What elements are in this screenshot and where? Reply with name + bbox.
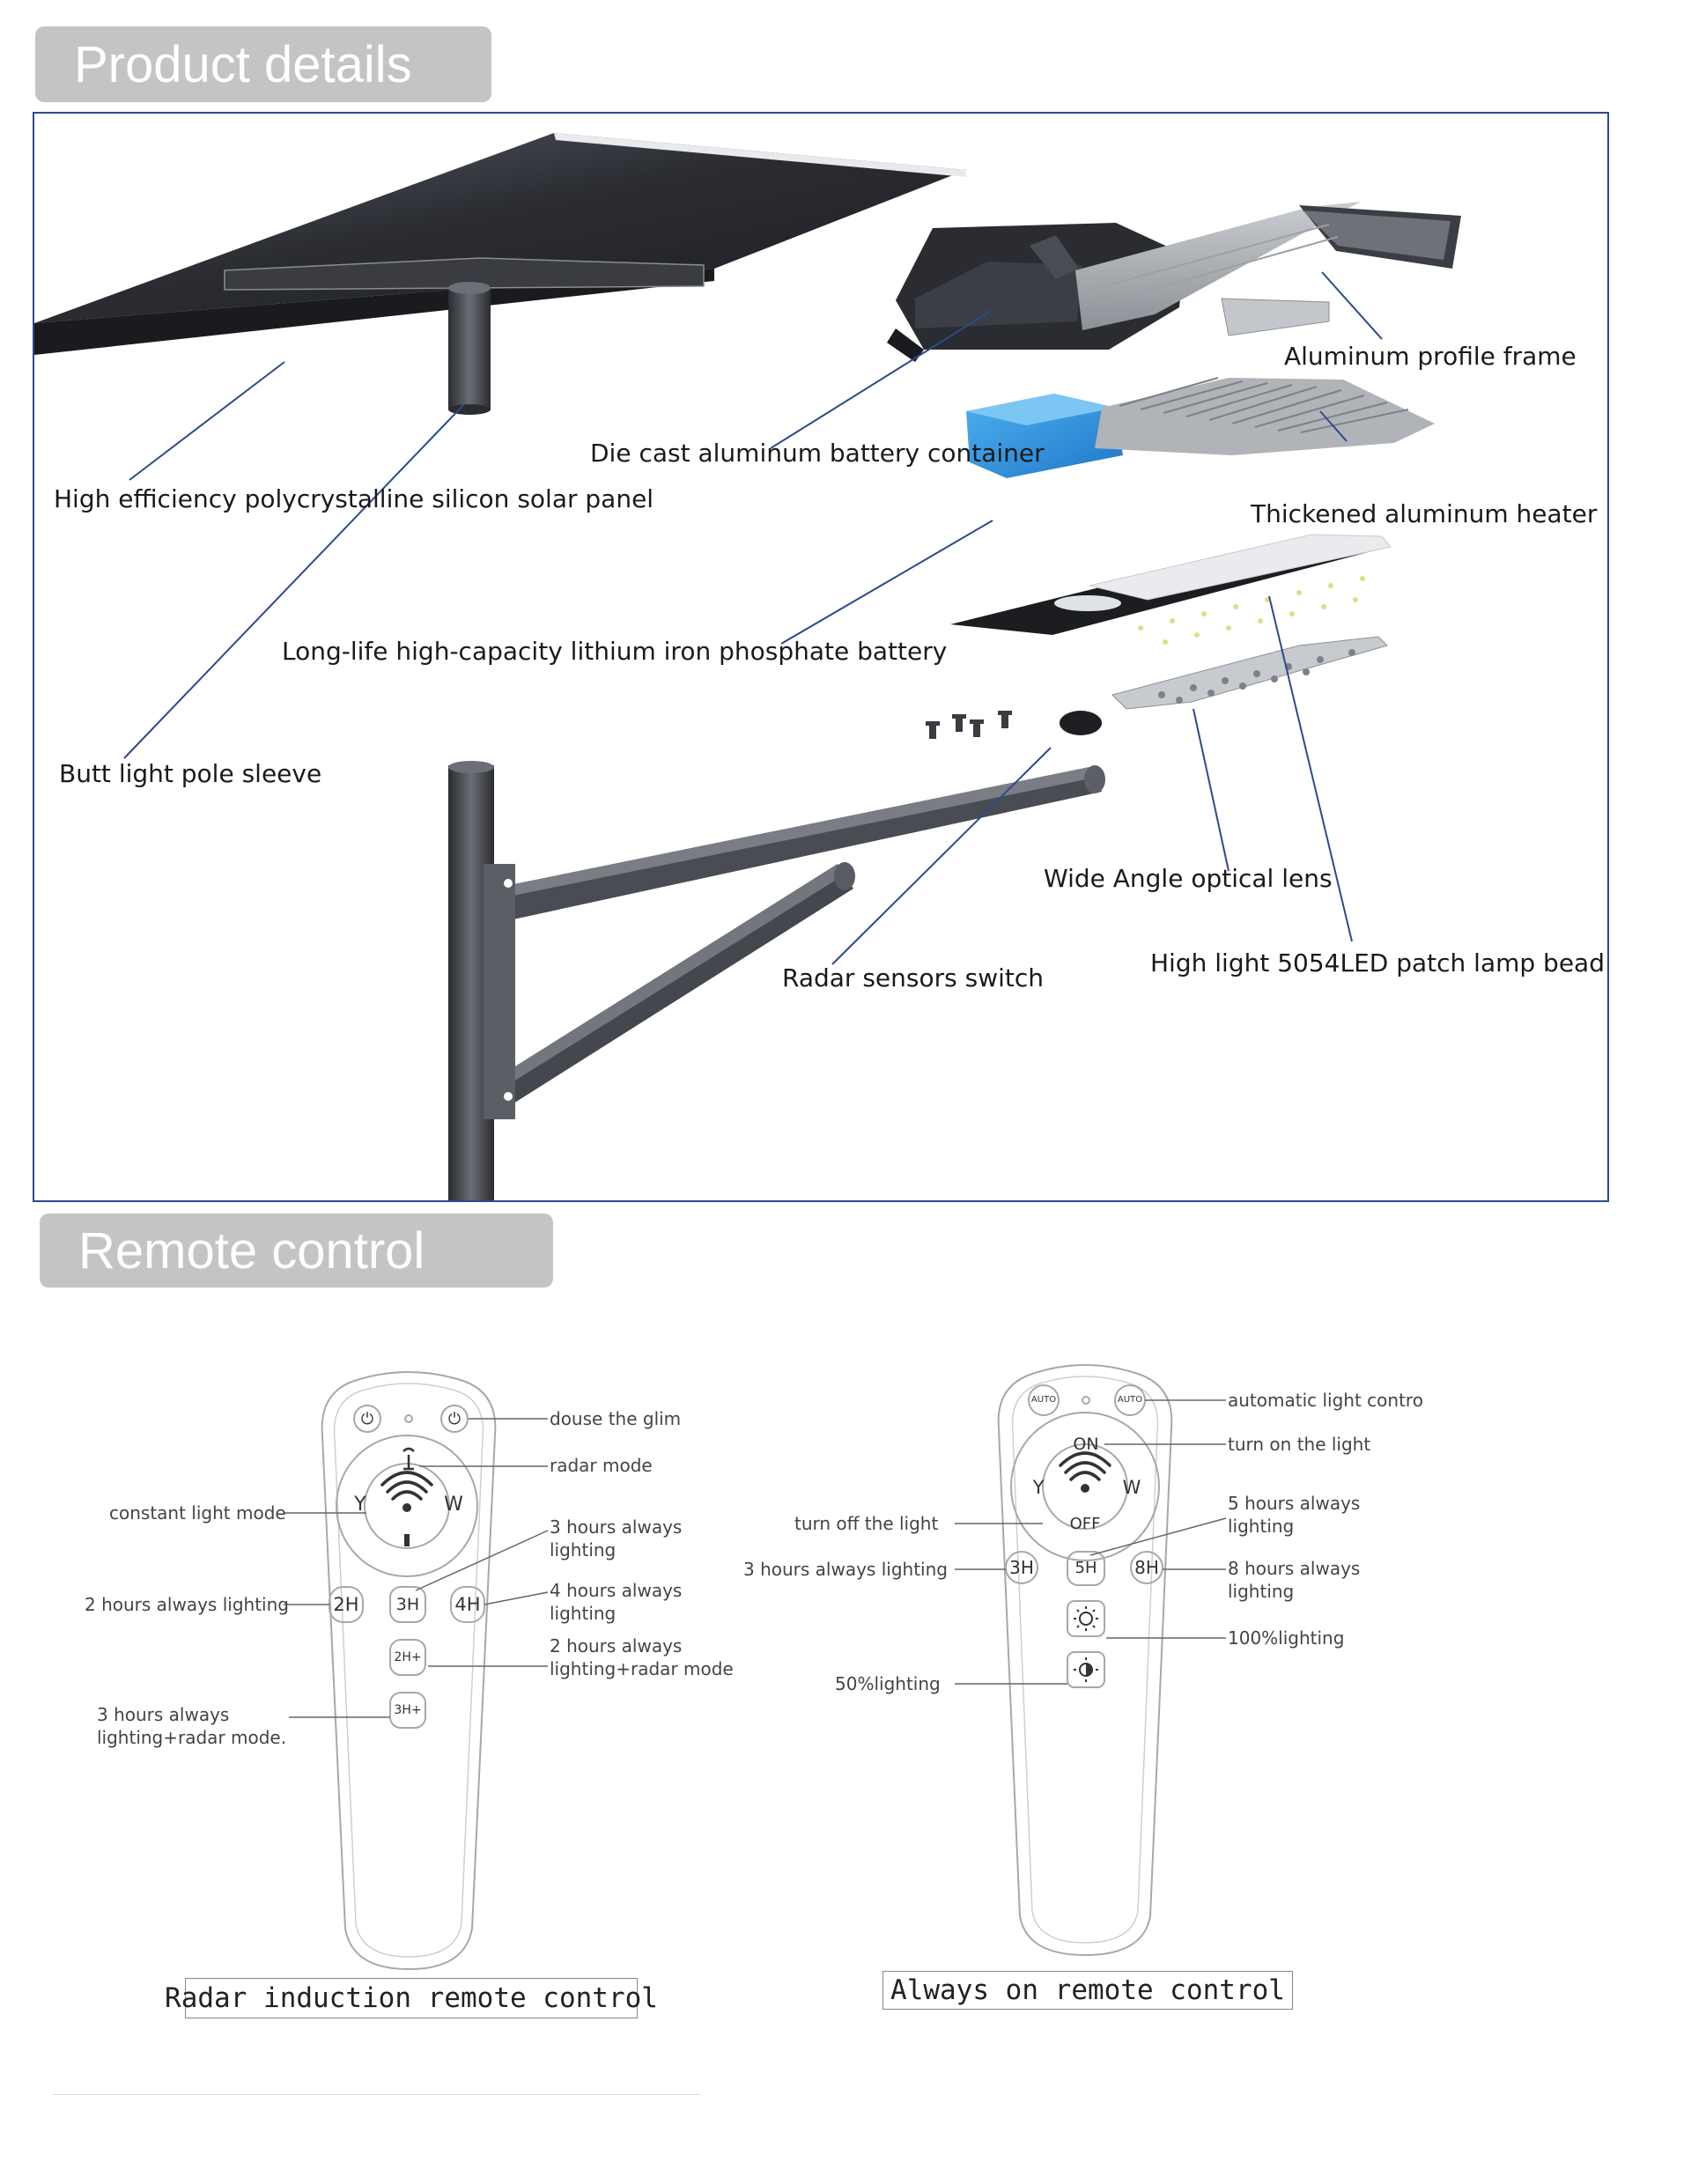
4h-button[interactable]: 4H	[454, 1593, 481, 1615]
product-details-title: Product details	[74, 35, 412, 93]
label-douse: douse the glim	[550, 1408, 682, 1429]
w-button[interactable]: W	[1122, 1476, 1141, 1498]
battery-shape	[966, 394, 1123, 478]
remote-outlines	[284, 1364, 1227, 1971]
remote-control-title: Remote control	[78, 1221, 425, 1280]
product-diagram: Aluminum profile frame Die cast aluminum…	[33, 112, 1609, 1202]
label-3h-line2: lighting	[550, 1539, 617, 1561]
3h-radar-button[interactable]: 3H+	[394, 1703, 422, 1717]
leader-lines	[123, 271, 1383, 965]
radar-remote-caption-text: Radar induction remote control	[165, 1982, 658, 2014]
label-3h-always: 3 hours always lighting	[743, 1559, 948, 1580]
label-4h-line1: 4 hours always	[550, 1580, 683, 1601]
led-board-shape	[950, 534, 1392, 645]
aluminum-frame-shape	[1075, 202, 1461, 336]
label-8h-line2: lighting	[1228, 1581, 1295, 1602]
label-battery-container: Die cast aluminum battery container	[590, 439, 1045, 468]
label-battery: Long-life high-capacity lithium iron pho…	[282, 637, 948, 666]
label-radar-mode: radar mode	[550, 1455, 653, 1476]
label-2h-radar-line1: 2 hours always	[550, 1635, 683, 1656]
radar-sensor-shape	[1060, 711, 1102, 735]
label-turn-on: turn on the light	[1228, 1434, 1371, 1455]
3h-button[interactable]: 3H	[1009, 1557, 1034, 1578]
label-3h-radar-line2: lighting+radar mode.	[97, 1727, 287, 1748]
radar-remote-caption: Radar induction remote control	[165, 1978, 658, 2018]
pole-sleeve-shape	[448, 282, 491, 415]
label-3h-radar-line1: 3 hours always	[97, 1704, 230, 1725]
sun-icon	[1074, 1606, 1098, 1631]
w-button[interactable]: W	[444, 1494, 463, 1516]
8h-button[interactable]: 8H	[1134, 1557, 1159, 1578]
label-2h-radar-line2: lighting+radar mode	[550, 1658, 734, 1679]
off-button[interactable]: OFF	[1069, 1515, 1101, 1533]
power-button-left[interactable]: ⏻	[360, 1410, 374, 1428]
y-button[interactable]: Y	[1032, 1476, 1045, 1498]
label-heater: Thickened aluminum heater	[1251, 499, 1598, 528]
label-5h-line1: 5 hours always	[1228, 1493, 1361, 1514]
label-4h-line2: lighting	[550, 1603, 617, 1624]
footer-divider	[53, 2094, 700, 2095]
label-5h-line2: lighting	[1228, 1516, 1295, 1537]
label-constant-light: constant light mode	[109, 1502, 286, 1524]
light-pole-shape	[448, 761, 1105, 1200]
remote-diagrams: ⏻ ⏻ Y W 2H 3H 4H 2H+ 3H+ douse the glim …	[0, 1303, 1691, 2096]
always-remote-caption: Always on remote control	[882, 1971, 1293, 2010]
3h-button[interactable]: 3H	[395, 1594, 420, 1614]
half-sun-icon	[1074, 1657, 1098, 1682]
lens-shape	[1111, 636, 1388, 710]
label-full-lighting: 100%lighting	[1228, 1627, 1345, 1649]
auto-button-right[interactable]: AUTO	[1117, 1395, 1143, 1405]
label-radar-switch: Radar sensors switch	[782, 963, 1045, 992]
label-turn-off: turn off the light	[794, 1513, 939, 1534]
half-brightness-button[interactable]	[1067, 1652, 1104, 1687]
2h-radar-button[interactable]: 2H+	[394, 1650, 422, 1664]
label-optical-lens: Wide Angle optical lens	[1044, 864, 1333, 893]
label-8h-line1: 8 hours always	[1228, 1558, 1361, 1579]
wifi-icon	[380, 1451, 1111, 1501]
label-half-lighting: 50%lighting	[835, 1673, 941, 1694]
on-button[interactable]: ON	[1073, 1434, 1099, 1454]
power-button-right[interactable]: ⏻	[447, 1410, 462, 1428]
radar-remote-leaders	[284, 1399, 1227, 1718]
label-2h-always: 2 hours always lighting	[85, 1594, 289, 1615]
label-lamp-bead: High light 5054LED patch lamp bead	[1150, 948, 1605, 978]
5h-button[interactable]: 5H	[1074, 1559, 1097, 1577]
solar-panel-shape	[34, 133, 966, 355]
2h-button[interactable]: 2H	[333, 1593, 359, 1615]
label-solar-panel: High efficiency polycrystalline silicon …	[54, 484, 654, 513]
label-auto-control: automatic light contro	[1228, 1390, 1423, 1411]
y-button[interactable]: Y	[354, 1494, 366, 1516]
product-details-header: Product details	[35, 26, 491, 102]
radar-antenna-icon	[402, 1447, 415, 1471]
label-3h-line1: 3 hours always	[550, 1516, 683, 1538]
screws-shape	[926, 711, 1012, 739]
label-pole-sleeve: Butt light pole sleeve	[59, 759, 322, 788]
label-aluminum-frame: Aluminum profile frame	[1284, 342, 1577, 371]
auto-button-left[interactable]: AUTO	[1030, 1395, 1057, 1405]
heater-shape	[1095, 377, 1435, 455]
full-brightness-button[interactable]	[1067, 1601, 1104, 1636]
product-illustration	[34, 133, 1461, 1200]
always-remote-caption-text: Always on remote control	[890, 1974, 1285, 2006]
remote-control-header: Remote control	[40, 1214, 553, 1288]
